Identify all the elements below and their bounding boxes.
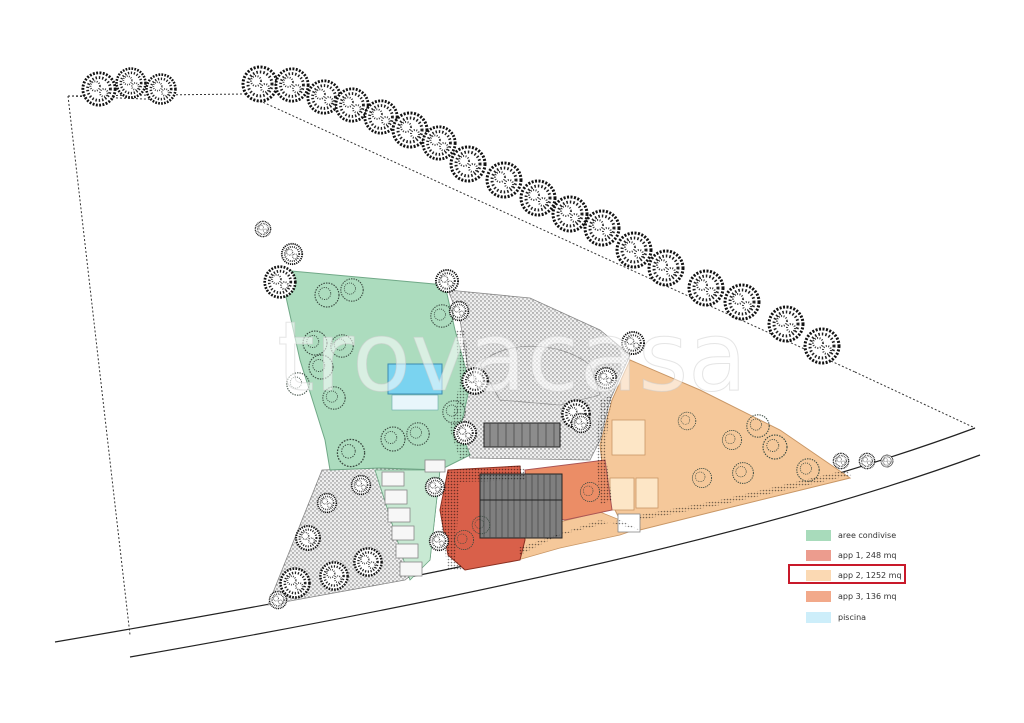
shared-area (279, 269, 471, 471)
legend-item-app1: app 1, 248 mq (806, 548, 896, 562)
legend-swatch (806, 590, 831, 602)
watermark: trovacasa (277, 301, 747, 413)
legend-item-pool: piscina (806, 610, 866, 624)
pool (387, 363, 443, 395)
legend-label: piscina (838, 612, 867, 622)
legend-label: aree condivise (838, 530, 897, 540)
legend-label: app 2, 1252 mq (838, 570, 902, 580)
main-building-roof (479, 473, 563, 539)
legend-item-app3: app 3, 136 mq (806, 589, 896, 603)
legend-swatch (806, 549, 831, 561)
legend-item-shared: aree condivise (806, 528, 896, 542)
legend-swatch (806, 529, 831, 541)
legend-swatch (806, 611, 831, 623)
legend-label: app 3, 136 mq (838, 591, 897, 601)
legend-highlight-box (788, 564, 906, 584)
legend-swatch (806, 569, 831, 581)
legend-label: app 1, 248 mq (838, 550, 897, 560)
legend-item-app2: app 2, 1252 mq (806, 568, 902, 582)
road-line-lower (129, 454, 981, 658)
parking-stalls-left (381, 459, 446, 577)
